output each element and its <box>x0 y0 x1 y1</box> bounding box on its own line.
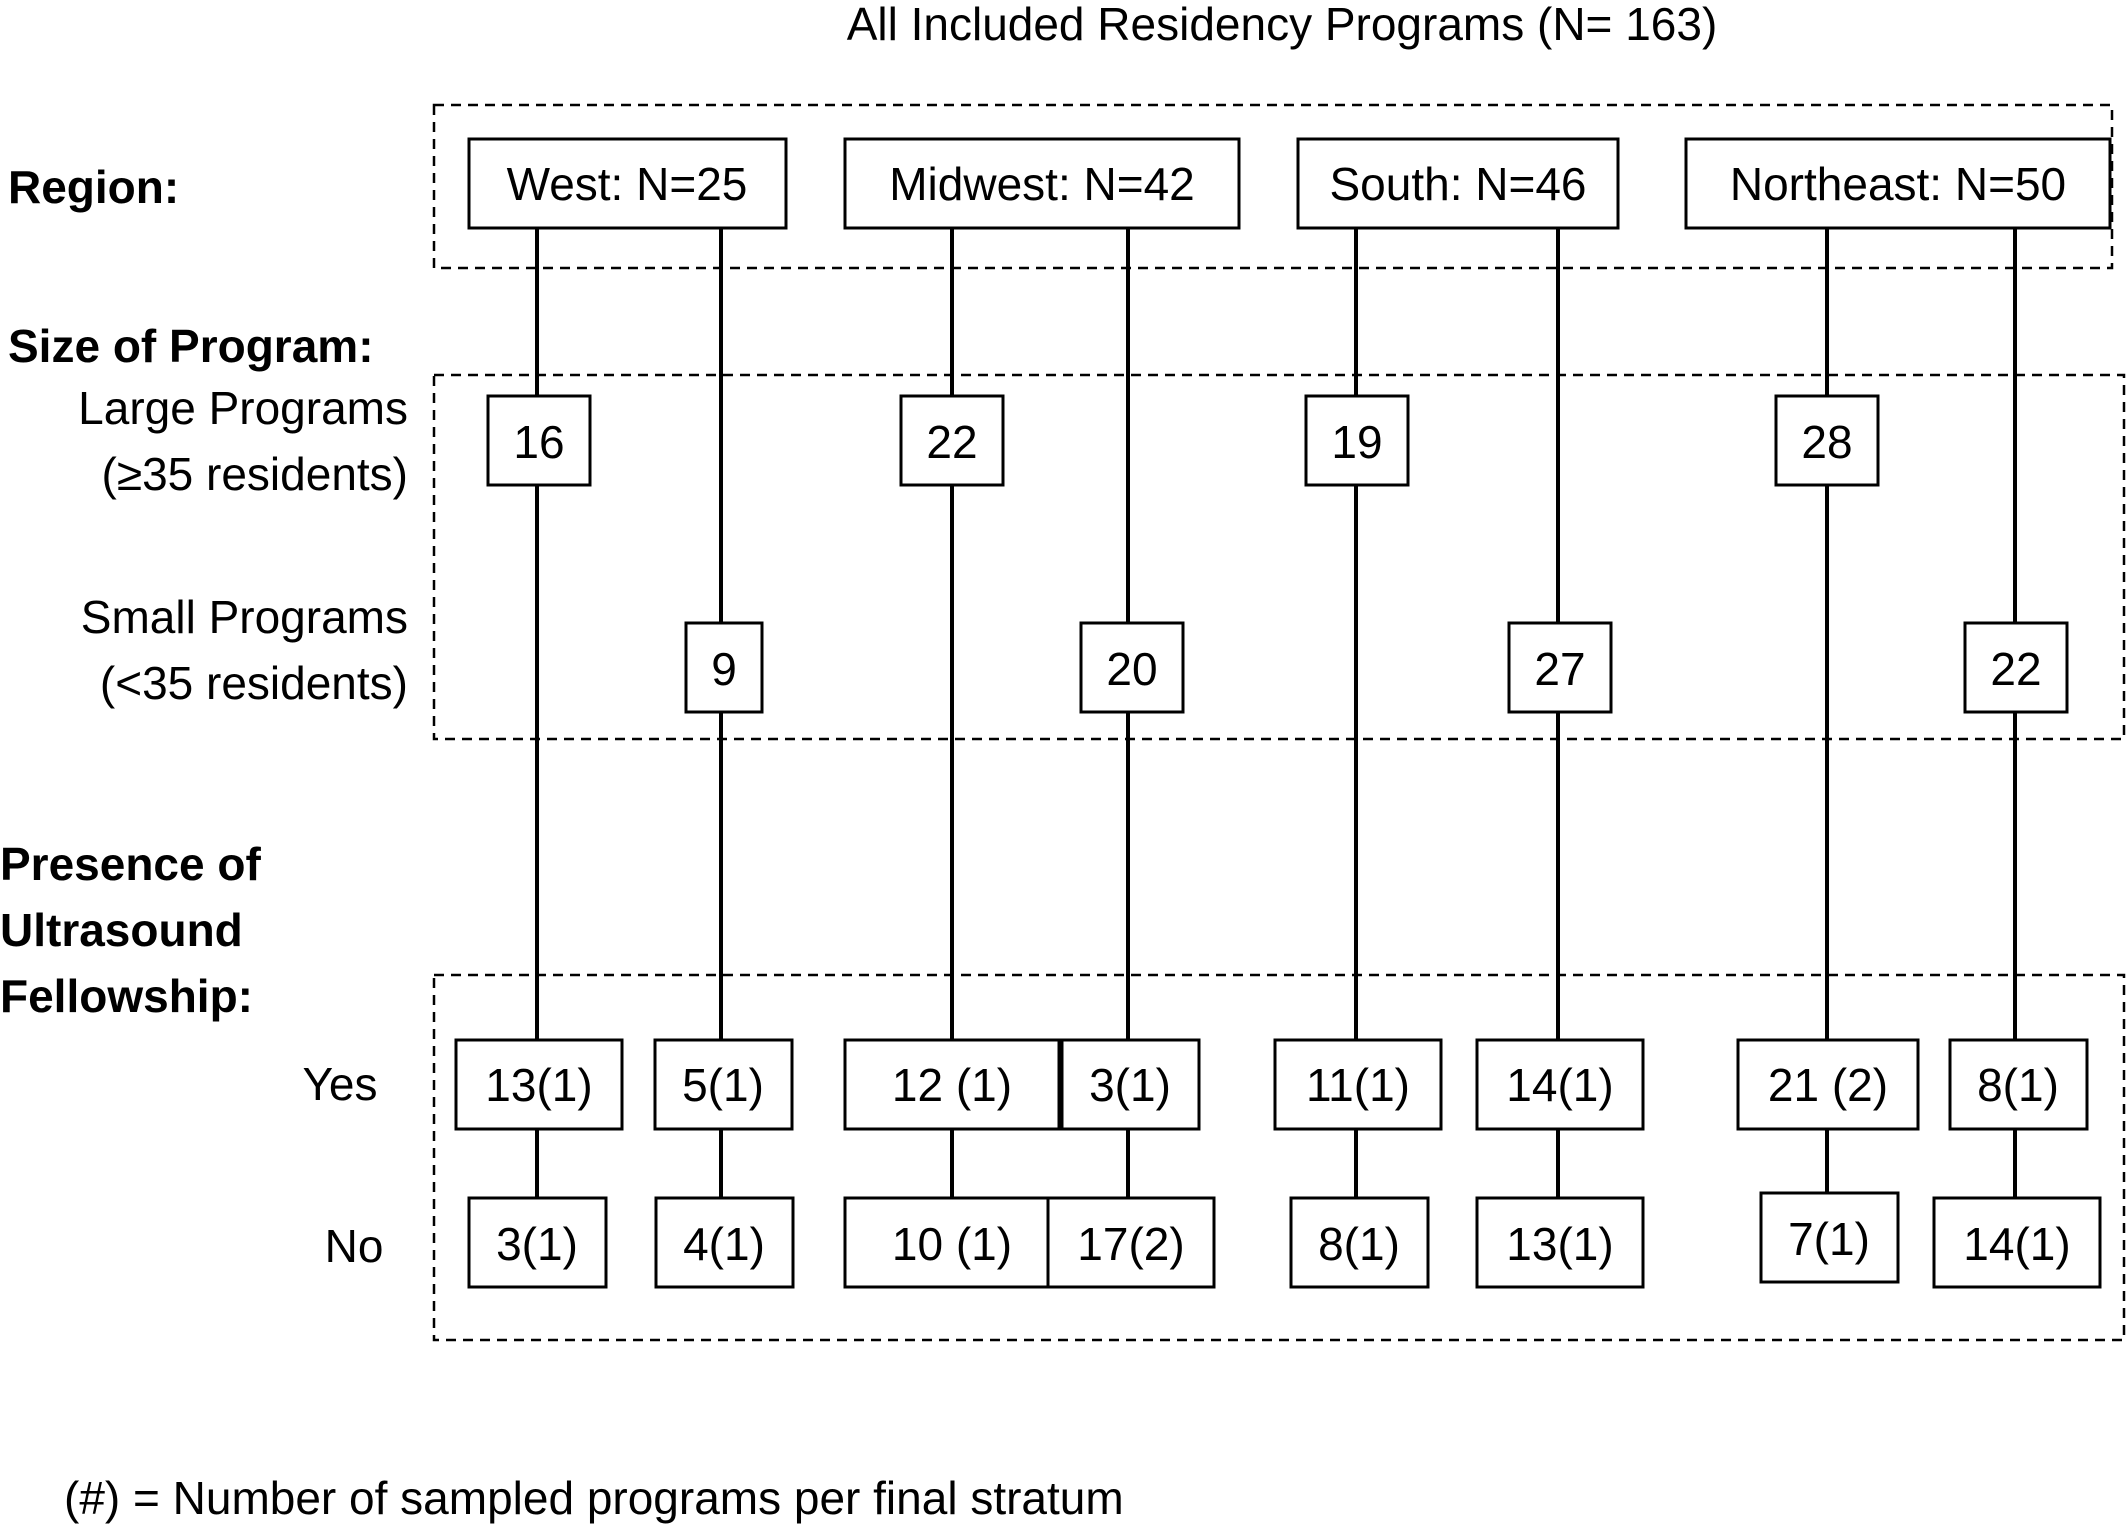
no-value-south-large: 8(1) <box>1318 1218 1400 1270</box>
large-programs-criterion: (≥35 residents) <box>102 448 408 500</box>
no-value-northeast-small: 14(1) <box>1963 1218 2070 1270</box>
region-label-northeast: Northeast: N=50 <box>1730 158 2066 210</box>
fellowship-no-boxes: 3(1) 4(1) 10 (1) 17(2) 8(1) 13(1) 7(1) 1… <box>467 1191 2102 1289</box>
size-value-northeast-large: 28 <box>1801 416 1852 468</box>
region-label-south: South: N=46 <box>1329 158 1586 210</box>
small-programs-label: Small Programs <box>81 591 408 643</box>
no-value-west-small: 4(1) <box>683 1218 765 1270</box>
region-box-northeast <box>1684 137 2112 230</box>
yes-value-west-large: 13(1) <box>485 1059 592 1111</box>
yes-box-midwest-large <box>843 1038 1061 1131</box>
size-value-midwest-small: 20 <box>1106 643 1157 695</box>
size-value-south-large: 19 <box>1331 416 1382 468</box>
region-box-west <box>467 137 788 230</box>
no-value-midwest-large: 10 (1) <box>892 1218 1012 1270</box>
region-section-label: Region: <box>8 161 179 213</box>
no-box-west-small <box>654 1196 795 1289</box>
small-programs-criterion: (<35 residents) <box>100 657 408 709</box>
no-value-midwest-small: 17(2) <box>1077 1218 1184 1270</box>
size-box-northeast-small <box>1963 621 2069 714</box>
yes-box-northeast-large <box>1736 1038 1920 1131</box>
no-value-northeast-large: 7(1) <box>1788 1213 1870 1265</box>
region-label-midwest: Midwest: N=42 <box>889 158 1195 210</box>
no-box-midwest-large <box>843 1196 1061 1289</box>
size-value-south-small: 27 <box>1534 643 1585 695</box>
size-box-midwest-small <box>1079 621 1185 714</box>
yes-box-south-large <box>1273 1038 1443 1131</box>
region-box-south <box>1296 137 1620 230</box>
size-box-northeast-large <box>1774 394 1880 487</box>
fellowship-section-label-line1: Presence of <box>0 838 261 890</box>
size-section-label: Size of Program: <box>8 320 374 372</box>
no-box-midwest-small <box>1046 1196 1216 1289</box>
yes-row-label: Yes <box>302 1058 377 1110</box>
size-box-south-large <box>1304 394 1410 487</box>
size-value-west-large: 16 <box>513 416 564 468</box>
region-box-midwest <box>843 137 1241 230</box>
size-group-frame <box>432 373 2126 741</box>
yes-value-midwest-small: 3(1) <box>1089 1059 1171 1111</box>
fellowship-section-label-line3: Fellowship: <box>0 970 253 1022</box>
no-box-northeast-large <box>1759 1191 1900 1284</box>
connector-lines <box>535 228 2017 1198</box>
size-value-northeast-small: 22 <box>1990 643 2041 695</box>
size-value-west-small: 9 <box>711 643 737 695</box>
size-value-midwest-large: 22 <box>926 416 977 468</box>
yes-box-northeast-small <box>1948 1038 2089 1131</box>
yes-box-south-small <box>1475 1038 1645 1131</box>
footnote: (#) = Number of sampled programs per fin… <box>64 1472 1124 1524</box>
fellowship-yes-boxes: 13(1) 5(1) 12 (1) 3(1) 11(1) 14(1) 21 (2… <box>454 1038 2089 1131</box>
yes-value-south-large: 11(1) <box>1306 1059 1410 1111</box>
yes-value-northeast-small: 8(1) <box>1977 1059 2059 1111</box>
no-box-south-large <box>1289 1196 1430 1289</box>
size-box-south-small <box>1507 621 1613 714</box>
yes-box-west-large <box>454 1038 624 1131</box>
yes-value-midwest-large: 12 (1) <box>892 1059 1012 1111</box>
yes-box-midwest-small <box>1060 1038 1201 1131</box>
region-boxes: West: N=25 Midwest: N=42 South: N=46 Nor… <box>467 137 2112 230</box>
no-value-south-small: 13(1) <box>1506 1218 1613 1270</box>
region-group-frame <box>432 103 2114 270</box>
yes-box-west-small <box>653 1038 794 1131</box>
region-label-west: West: N=25 <box>507 158 748 210</box>
fellowship-group-frame <box>432 973 2126 1342</box>
yes-value-northeast-large: 21 (2) <box>1768 1059 1888 1111</box>
size-box-west-large <box>486 394 592 487</box>
no-box-west-large <box>467 1196 608 1289</box>
no-box-northeast-small <box>1932 1196 2102 1289</box>
size-box-west-small <box>684 621 764 714</box>
diagram-title: All Included Residency Programs (N= 163) <box>847 0 1718 50</box>
large-programs-label: Large Programs <box>78 382 408 434</box>
yes-value-south-small: 14(1) <box>1506 1059 1613 1111</box>
size-boxes: 16 9 22 20 19 27 28 22 <box>486 394 2069 714</box>
fellowship-section-label-line2: Ultrasound <box>0 904 243 956</box>
yes-value-west-small: 5(1) <box>682 1059 764 1111</box>
no-row-label: No <box>325 1220 384 1272</box>
no-box-south-small <box>1475 1196 1645 1289</box>
size-box-midwest-large <box>899 394 1005 487</box>
no-value-west-large: 3(1) <box>496 1218 578 1270</box>
